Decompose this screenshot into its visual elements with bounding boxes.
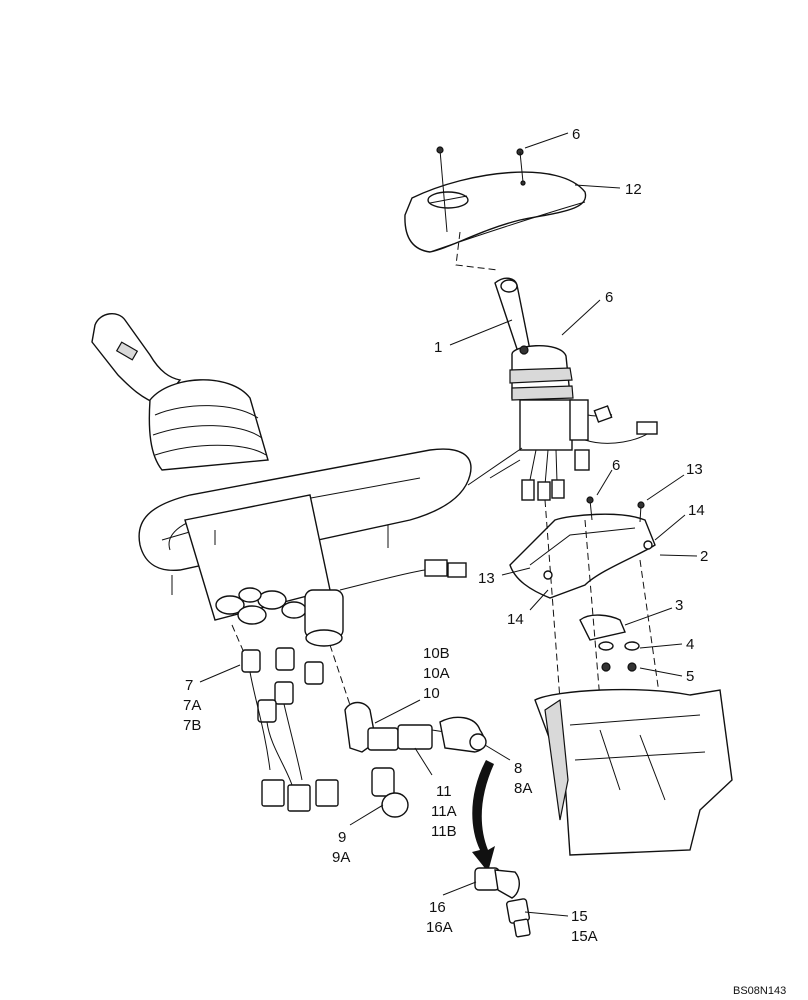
- label-3: 3: [675, 597, 683, 614]
- drawing-code: BS08N143: [733, 985, 786, 997]
- label-4: 4: [686, 636, 694, 653]
- label-5: 5: [686, 668, 694, 685]
- cover-plate: [404, 171, 587, 253]
- label-13: 13: [686, 461, 703, 478]
- label-11B: 11B: [431, 823, 457, 840]
- alignment-line: [231, 624, 246, 656]
- label-10A: 10A: [423, 665, 450, 682]
- valve-body-left: [171, 494, 467, 647]
- label-2: 2: [700, 548, 708, 565]
- label-13: 13: [478, 570, 495, 587]
- label-7B: 7B: [183, 717, 201, 734]
- label-16: 16: [429, 899, 446, 916]
- label-9: 9: [338, 829, 346, 846]
- label-6: 6: [572, 126, 580, 143]
- detail-arrow: [472, 760, 495, 872]
- label-6: 6: [612, 457, 620, 474]
- label-10: 10: [423, 685, 440, 702]
- fitting-elbow: [371, 767, 409, 818]
- assembly-centerline: [455, 231, 499, 271]
- label-11: 11: [436, 783, 452, 800]
- joystick-assembly: [467, 277, 658, 501]
- part-labels: 6 12 6 1 6 13 14 2 13 14 3 4 5 10B 10A 1…: [183, 126, 786, 997]
- label-14: 14: [507, 611, 524, 628]
- fitting-elbow-90: [439, 716, 487, 753]
- label-15: 15: [571, 908, 588, 925]
- label-10B: 10B: [423, 645, 450, 662]
- alignment-line: [329, 644, 351, 706]
- label-16A: 16A: [426, 919, 453, 936]
- label-14: 14: [688, 502, 705, 519]
- label-15A: 15A: [571, 928, 598, 945]
- mounting-bracket: [509, 496, 656, 599]
- label-12: 12: [625, 181, 642, 198]
- fitting-detail: [474, 867, 531, 938]
- fitting: [241, 647, 339, 812]
- hardware-stack: [579, 614, 640, 672]
- label-8: 8: [514, 760, 522, 777]
- label-7A: 7A: [183, 697, 201, 714]
- joystick-handle-left: [91, 313, 269, 471]
- label-6: 6: [605, 289, 613, 306]
- alignment-lines-right: [544, 499, 661, 701]
- label-8A: 8A: [514, 780, 532, 797]
- label-9A: 9A: [332, 849, 350, 866]
- label-1: 1: [434, 339, 442, 356]
- console-base: [534, 688, 733, 856]
- label-11A: 11A: [431, 803, 457, 820]
- label-7: 7: [185, 677, 193, 694]
- screw: [436, 146, 526, 233]
- fitting-adapter: [397, 724, 446, 750]
- fitting-tee: [344, 701, 399, 753]
- leader-lines: [199, 132, 698, 917]
